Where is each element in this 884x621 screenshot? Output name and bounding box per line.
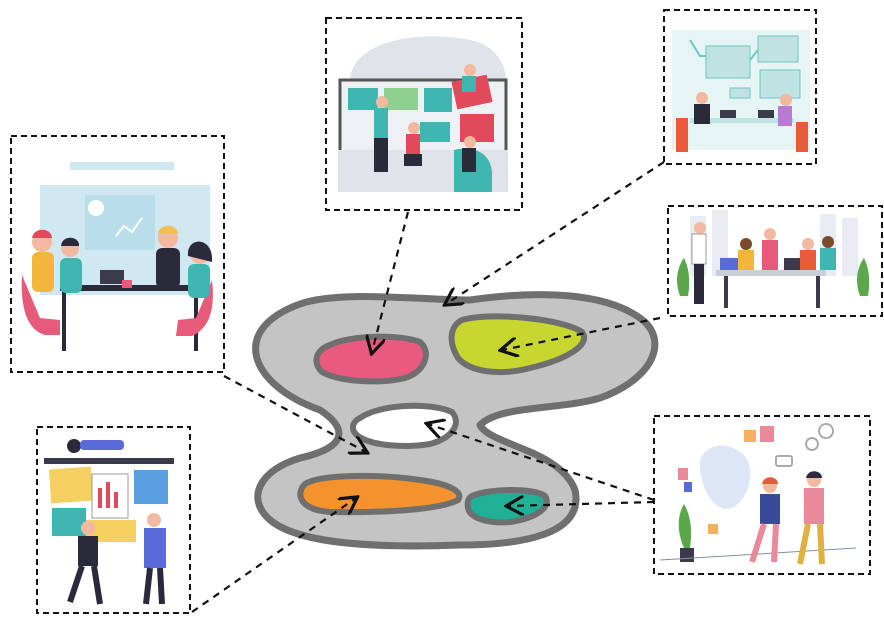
connector-team-to-white xyxy=(223,375,366,452)
connector-workflow-to-blob xyxy=(446,161,665,304)
team-meeting-illustration xyxy=(10,135,225,373)
brainstorm-illustration xyxy=(653,415,871,575)
connectors xyxy=(191,161,665,613)
connector-control-room-to-pink xyxy=(372,211,410,352)
planning-board-illustration xyxy=(36,426,191,614)
white-region xyxy=(350,402,459,449)
pink-region xyxy=(313,333,429,385)
workflow-desk-illustration xyxy=(663,9,817,165)
connector-business-to-lime xyxy=(502,316,661,350)
connector-brainstorm-to-teal xyxy=(508,502,655,506)
control-room-illustration xyxy=(325,17,523,211)
business-meeting-illustration xyxy=(667,205,883,317)
connector-brainstorm-to-white xyxy=(428,424,655,502)
orange-region xyxy=(297,472,463,516)
